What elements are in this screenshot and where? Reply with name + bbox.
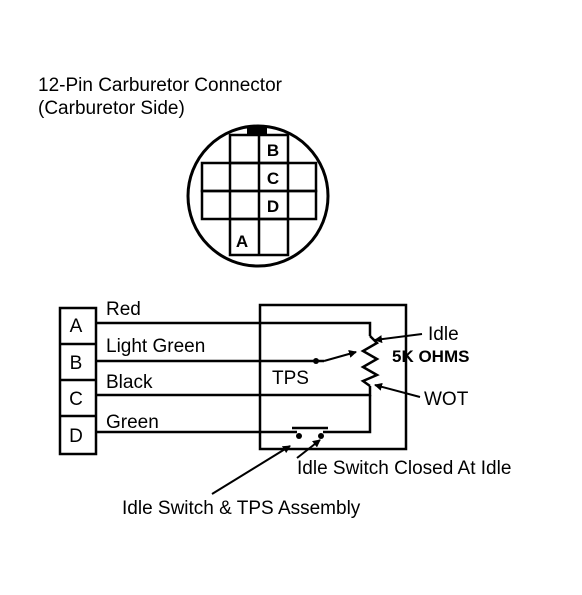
idle-switch-label: Idle Switch Closed At Idle bbox=[297, 458, 511, 479]
connector-face: B C D A bbox=[186, 124, 330, 268]
tps-label: TPS bbox=[272, 368, 309, 389]
terminal-block: A B C D bbox=[58, 306, 98, 456]
wire-label-light-green: Light Green bbox=[106, 336, 205, 357]
connector-pin-a: A bbox=[236, 232, 248, 251]
terminal-b: B bbox=[70, 353, 83, 374]
wire-label-green: Green bbox=[106, 412, 159, 433]
terminal-c: C bbox=[69, 389, 83, 410]
terminal-d: D bbox=[69, 426, 83, 447]
wire-label-red: Red bbox=[106, 299, 141, 320]
terminal-a: A bbox=[70, 316, 83, 337]
idle-label: Idle bbox=[428, 324, 459, 345]
resistance-label: 5K OHMS bbox=[392, 347, 469, 366]
idle-switch bbox=[292, 426, 328, 439]
connector-subtitle: (Carburetor Side) bbox=[38, 98, 185, 119]
idle-arrow bbox=[374, 333, 423, 344]
wire-label-black: Black bbox=[106, 372, 153, 393]
assembly-label: Idle Switch & TPS Assembly bbox=[122, 498, 361, 519]
connector-pin-d: D bbox=[267, 197, 279, 216]
connector-pin-c: C bbox=[267, 169, 279, 188]
idle-switch-arrow bbox=[296, 439, 321, 459]
wire-green-right bbox=[323, 395, 372, 434]
tps-wiper bbox=[323, 350, 357, 362]
tps-wiper-dot bbox=[313, 358, 319, 364]
wot-label: WOT bbox=[424, 389, 469, 410]
connector-pin-b: B bbox=[267, 141, 279, 160]
wot-arrow bbox=[374, 382, 421, 398]
connector-title: 12-Pin Carburetor Connector bbox=[38, 75, 283, 96]
tps-resistor bbox=[360, 335, 380, 388]
wire-red bbox=[96, 321, 372, 336]
assembly-arrow bbox=[211, 445, 291, 495]
assembly-outline bbox=[258, 303, 408, 451]
